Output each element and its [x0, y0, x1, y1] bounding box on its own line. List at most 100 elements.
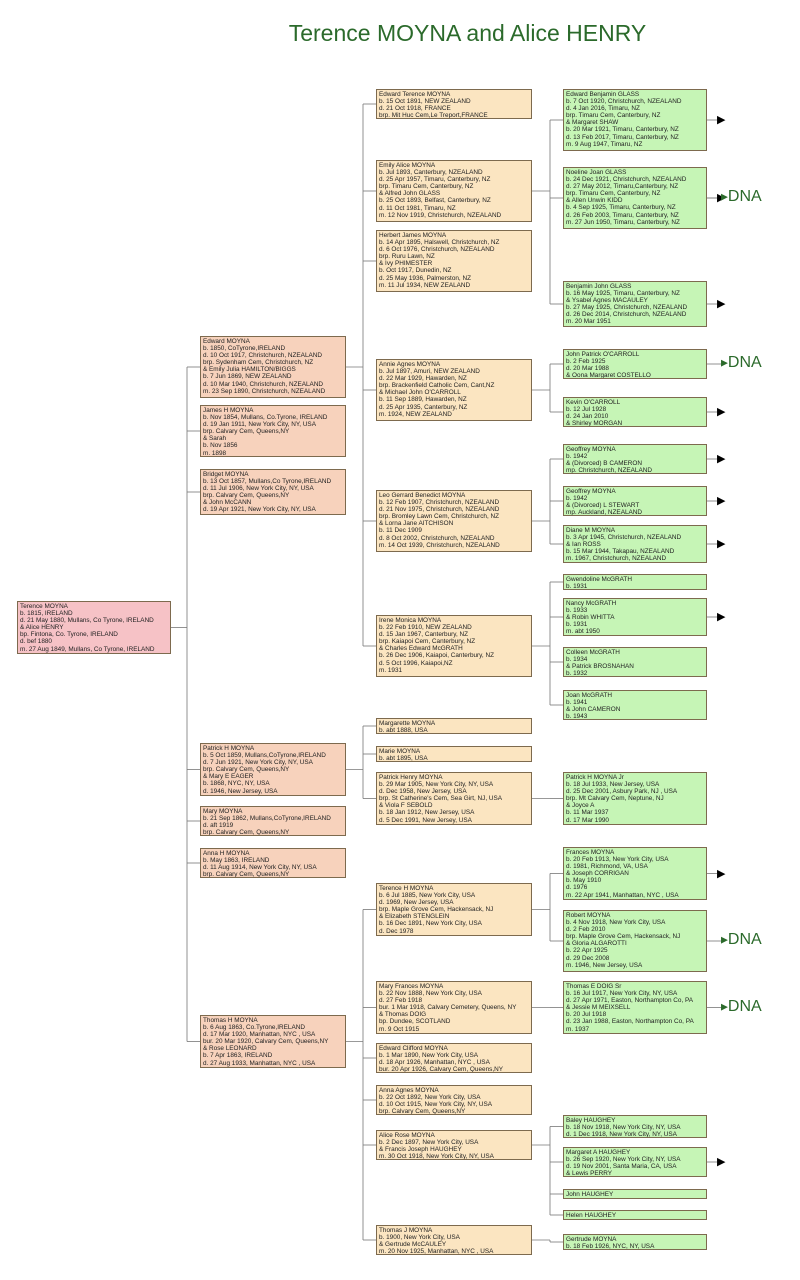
more-descendants-arrow-icon[interactable]: ▶ [717, 538, 726, 550]
person-name: Thomas J MOYNA [379, 1227, 433, 1234]
more-descendants-arrow-icon[interactable]: ▶ [717, 867, 726, 880]
person-detail: d. 25 May 1936, Palmerston, NZ [379, 274, 471, 282]
person-detail: b. 26 Dec 1906, Kaiapoi, Canterbury, NZ [379, 652, 494, 660]
person-detail: & Alice HENRY [20, 624, 64, 632]
more-descendants-arrow-icon[interactable]: ▶ [717, 453, 726, 465]
dna-marker: ▶DNA [721, 998, 762, 1016]
person-detail: & (Divorced) B CAMERON [566, 460, 642, 468]
person-detail: d. 21 Nov 1975, Christchurch, NZEALAND [379, 506, 500, 514]
person-name: Irene Monica MOYNA [379, 617, 442, 624]
person-detail: b. 1 Mar 1890, New York City, USA [379, 1052, 478, 1060]
more-descendants-arrow-icon[interactable]: ▶ [717, 114, 726, 126]
more-descendants-arrow-icon[interactable]: ▶ [717, 298, 726, 310]
person-detail: & Ysabel Agnes MACAULEY [566, 297, 648, 305]
person-detail: m. 1967, Christchurch, NZEALAND [566, 555, 667, 563]
person-detail: b. 1931 [566, 621, 588, 629]
person-detail: b. May 1910 [566, 877, 602, 885]
person-detail: d. 2 Feb 2010 [566, 926, 606, 934]
person-detail: b. 11 Sep 1889, Hawarden, NZ [379, 396, 467, 404]
person-detail: & Gloria ALGAROTTI [566, 940, 627, 948]
person-detail: b. 29 Mar 1905, New York City, NY, USA [379, 781, 494, 789]
more-descendants-arrow-icon[interactable]: ▶ [717, 192, 726, 204]
person-detail: d. 25 Apr 1957, Timaru, Canterbury, NZ [379, 176, 491, 184]
person-name: Joan McGRATH [566, 692, 613, 699]
person-detail: d. 1946, New Jersey, USA [203, 787, 278, 795]
person-name: Edward Clifford MOYNA [379, 1045, 448, 1052]
person-box-gg-john-h[interactable]: John HAUGHEY [563, 1189, 707, 1199]
person-detail: & Oona Margaret COSTELLO [566, 372, 651, 379]
dna-marker: ▶DNA [721, 188, 762, 206]
person-detail: d. 11 Jul 1906, New York City, NY, USA [203, 485, 314, 493]
person-detail: b. 16 May 1925, Timaru, Canterbury, NZ [566, 290, 680, 298]
person-detail: & Viola F SEBOLD [379, 802, 433, 810]
person-name: Noeline Joan GLASS [566, 169, 627, 176]
person-detail: m. 12 Nov 1919, Christchurch, NZEALAND [379, 211, 502, 219]
person-detail: d. 19 Nov 2001, Santa Maria, CA, USA [566, 1163, 677, 1171]
person-detail: m. 22 Apr 1941, Manhattan, NYC , USA [566, 891, 679, 899]
person-detail: brp. Timaru Cem, Canterbury, NZ [379, 183, 474, 191]
person-detail: m. 1931 [379, 666, 403, 674]
person-detail: & John CAMERON [566, 706, 621, 714]
more-descendants-arrow-icon[interactable]: ▶ [717, 406, 726, 418]
person-detail: & Ivy PHIMESTER [379, 260, 433, 268]
person-detail: m. 1946, New Jersey, USA [566, 961, 643, 969]
more-descendants-arrow-icon[interactable]: ▶ [717, 611, 726, 623]
person-box-gg-helen[interactable]: Helen HAUGHEY [563, 1210, 707, 1220]
person-detail: bp. Fintona, Co. Tyrone, IRELAND [20, 631, 118, 639]
person-detail: & Patrick BROSNAHAN [566, 663, 634, 671]
person-detail: m. 9 Aug 1947, Timaru, NZ [566, 140, 643, 148]
more-descendants-arrow-icon[interactable]: ▶ [717, 495, 726, 507]
person-detail: m. 23 Sep 1890, Christchurch, NZEALAND [203, 387, 326, 395]
dna-marker: ▶DNA [721, 931, 762, 949]
person-detail: b. 1933 [566, 607, 588, 615]
person-detail: m. 14 Oct 1939, Christchurch, NZEALAND [379, 541, 500, 549]
person-detail: b. 22 Oct 1892, New York City, USA [379, 1094, 481, 1102]
person-name: Benjamin John GLASS [566, 283, 632, 290]
person-name: Alice Rose MOYNA [379, 1132, 435, 1139]
person-detail: d. bef 1880 [20, 638, 52, 646]
more-descendants-arrow-icon[interactable]: ▶ [717, 1156, 726, 1168]
